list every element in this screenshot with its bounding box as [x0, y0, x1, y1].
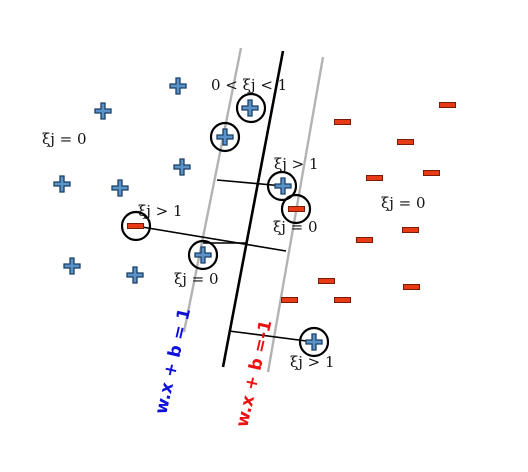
- slack-segment-upper: [216, 179, 284, 187]
- minus-point: [318, 278, 335, 284]
- negative-class-points: [127, 102, 456, 303]
- negative-margin-equation: w.x + b =-1: [232, 318, 276, 429]
- minus-point: [423, 170, 440, 176]
- plus-point-support-vector: [274, 177, 292, 195]
- positive-class-points: [53, 77, 323, 351]
- minus-point-support-vector: [127, 223, 144, 229]
- slack-segment-left: [135, 225, 287, 252]
- minus-point: [334, 297, 351, 303]
- plus-point-support-vector: [241, 99, 259, 117]
- plus-point-support-vector: [216, 128, 234, 146]
- support-vector-circle: [120, 210, 152, 242]
- xi-zero-label-center-lower: ξj = 0: [174, 270, 219, 288]
- xi-zero-label-center-upper: ξj = 0: [273, 218, 318, 236]
- minus-point: [366, 175, 383, 181]
- xi-greater-label-upper: ξj > 1: [274, 155, 319, 173]
- plus-point: [53, 175, 71, 193]
- support-vector-circle: [298, 326, 330, 358]
- support-vector-circle: [235, 92, 267, 124]
- negative-margin-line: [266, 56, 325, 373]
- plus-point-support-vector: [305, 333, 323, 351]
- positive-margin-equation: w.x + b = 1: [151, 306, 195, 416]
- plus-point: [173, 158, 191, 176]
- xi-zero-label-right: ξj = 0: [381, 194, 426, 212]
- support-vector-circles: [120, 92, 330, 358]
- minus-point: [356, 237, 373, 243]
- plus-point-support-vector: [194, 246, 212, 264]
- support-vector-circle: [209, 121, 241, 153]
- minus-point: [334, 119, 351, 125]
- xi-zero-label-left: ξj = 0: [42, 130, 87, 148]
- plus-point: [126, 266, 144, 284]
- decision-boundary-line: [221, 50, 285, 368]
- support-vector-circle: [187, 239, 219, 271]
- minus-point: [281, 297, 298, 303]
- plus-point: [169, 77, 187, 95]
- plus-point: [63, 257, 81, 275]
- support-vector-circle: [266, 170, 298, 202]
- minus-point-support-vector: [288, 206, 305, 212]
- minus-point: [439, 102, 456, 108]
- minus-point: [402, 227, 419, 233]
- support-vector-circle: [280, 193, 312, 225]
- plus-point: [94, 102, 112, 120]
- minus-point: [403, 284, 420, 290]
- xi-greater-label-bottom: ξj > 1: [290, 353, 335, 371]
- xi-between-label: 0 < ξj < 1: [211, 76, 287, 94]
- positive-margin-line: [182, 47, 243, 333]
- minus-point: [397, 139, 414, 145]
- plus-point: [111, 179, 129, 197]
- xi-greater-label-left: ξj > 1: [138, 202, 183, 220]
